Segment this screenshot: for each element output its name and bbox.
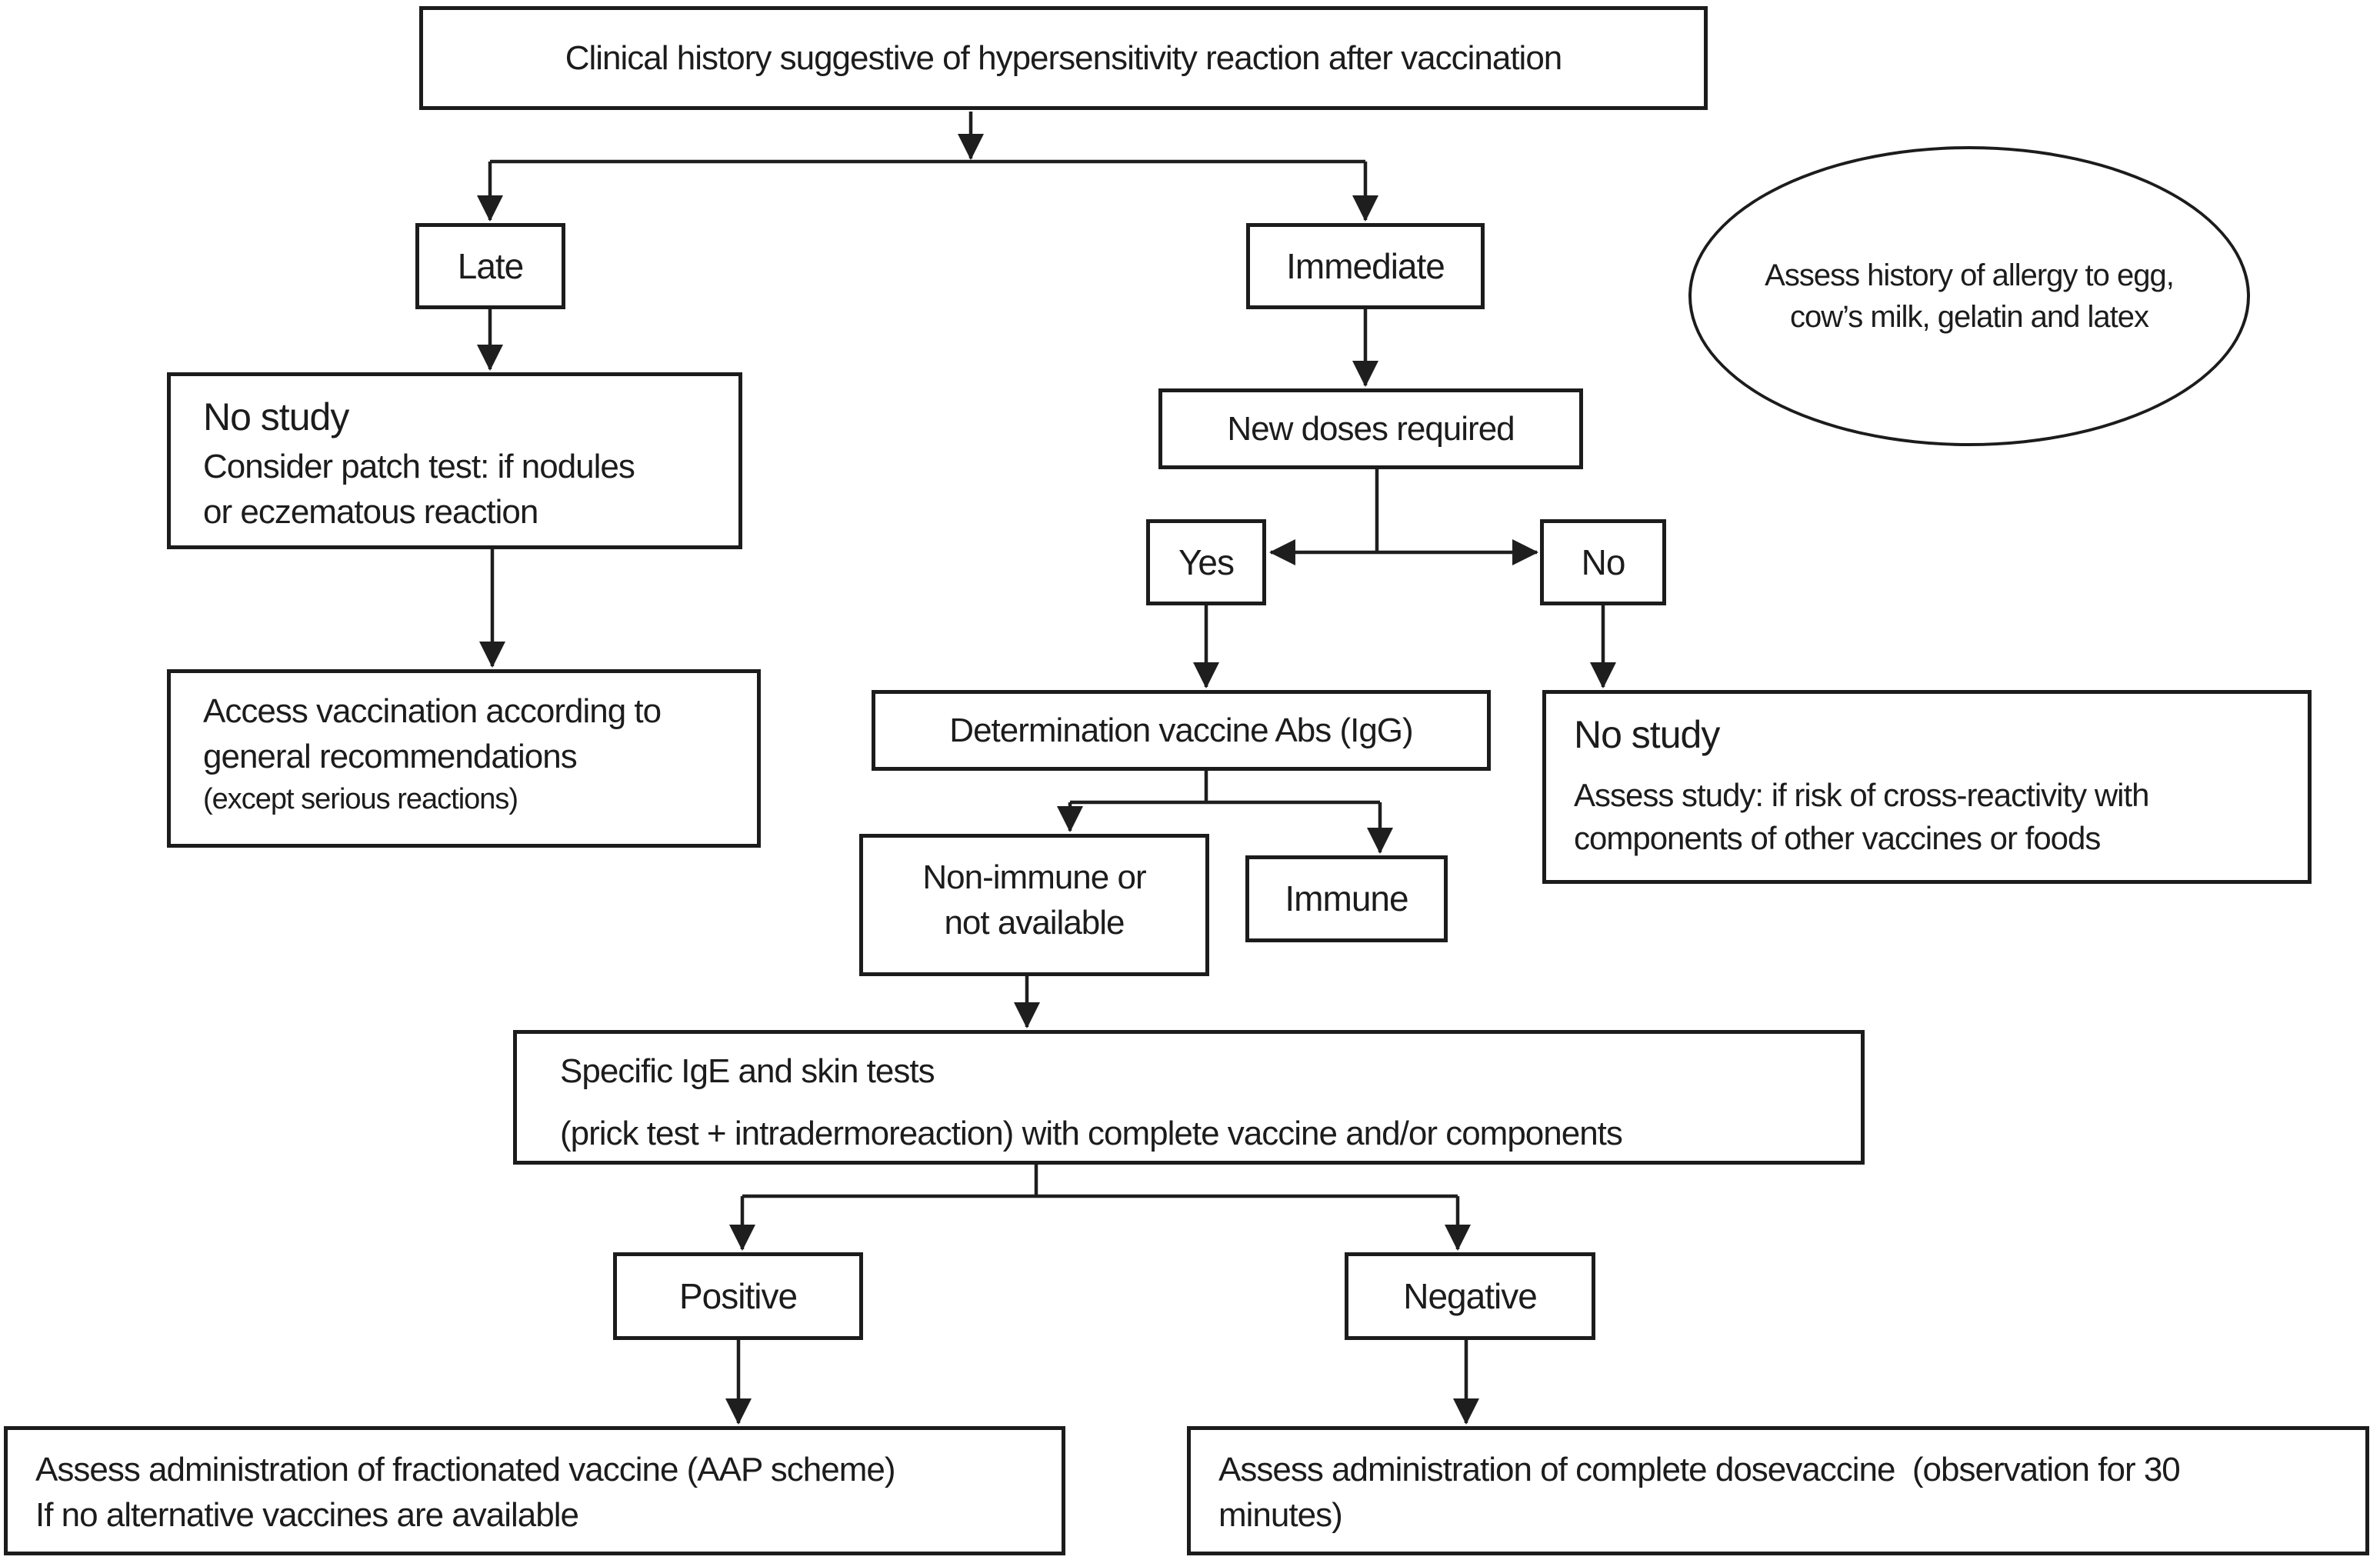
no-study-right-line1: Assess study: if risk of cross-reactivit… [1574, 776, 2150, 813]
no-label: No [1581, 542, 1626, 582]
allergy-note-line2: cow’s milk, gelatin and latex [1789, 300, 2149, 334]
yes-node: Yes [1146, 519, 1266, 605]
new-doses-node: New doses required [1158, 388, 1583, 469]
yes-label: Yes [1178, 542, 1235, 582]
no-study-right-title: No study [1574, 713, 1720, 756]
positive-label: Positive [678, 1275, 798, 1316]
no-study-late-node: No study Consider patch test: if nodules… [167, 372, 742, 549]
allergy-note-ellipse: Assess history of allergy to egg, cow’s … [1688, 146, 2250, 446]
no-node: No [1540, 519, 1666, 605]
negative-label: Negative [1403, 1275, 1538, 1316]
non-immune-node: Non-immune or not available [859, 834, 1209, 976]
fractionated-line1: Assess administration of fractionated va… [35, 1451, 896, 1488]
late-node: Late [415, 223, 565, 309]
no-study-late-line1: Consider patch test: if nodules [203, 447, 635, 485]
ige-line2: (prick test + intradermoreaction) with c… [560, 1115, 1623, 1153]
no-study-late-title: No study [203, 395, 349, 438]
immediate-node: Immediate [1246, 223, 1485, 309]
access-line1: Access vaccination according to [203, 692, 662, 730]
determination-node: Determination vaccine Abs (IgG) [872, 690, 1491, 771]
new-doses-label: New doses required [1227, 409, 1515, 448]
determination-label: Determination vaccine Abs (IgG) [949, 711, 1413, 749]
complete-dose-node: Assess administration of complete doseva… [1187, 1426, 2369, 1555]
complete-dose-line1: Assess administration of complete doseva… [1218, 1451, 2181, 1488]
no-study-right-line2: components of other vaccines or foods [1574, 820, 2101, 857]
fractionated-vaccine-node: Assess administration of fractionated va… [4, 1426, 1065, 1555]
ige-line1: Specific IgE and skin tests [560, 1052, 935, 1090]
fractionated-line2: If no alternative vaccines are available [35, 1496, 579, 1535]
no-study-late-line2: or eczematous reaction [203, 492, 538, 531]
allergy-note-line1: Assess history of allergy to egg, [1765, 258, 2175, 292]
access-vaccination-node: Access vaccination according to general … [167, 669, 761, 848]
start-label: Clinical history suggestive of hypersens… [565, 38, 1563, 77]
immune-label: Immune [1285, 878, 1408, 919]
ige-tests-node: Specific IgE and skin tests (prick test … [513, 1030, 1865, 1165]
non-immune-line1: Non-immune or [922, 858, 1146, 896]
late-label: Late [457, 245, 525, 286]
negative-node: Negative [1345, 1252, 1595, 1340]
non-immune-line2: not available [944, 904, 1125, 942]
access-line3: (except serious reactions) [203, 782, 518, 815]
complete-dose-line2: minutes) [1218, 1496, 1343, 1535]
immune-node: Immune [1245, 855, 1448, 942]
no-study-right-node: No study Assess study: if risk of cross-… [1542, 690, 2312, 884]
start-node: Clinical history suggestive of hypersens… [419, 6, 1708, 110]
positive-node: Positive [613, 1252, 863, 1340]
access-line2: general recommendations [203, 738, 578, 776]
immediate-label: Immediate [1286, 245, 1445, 286]
